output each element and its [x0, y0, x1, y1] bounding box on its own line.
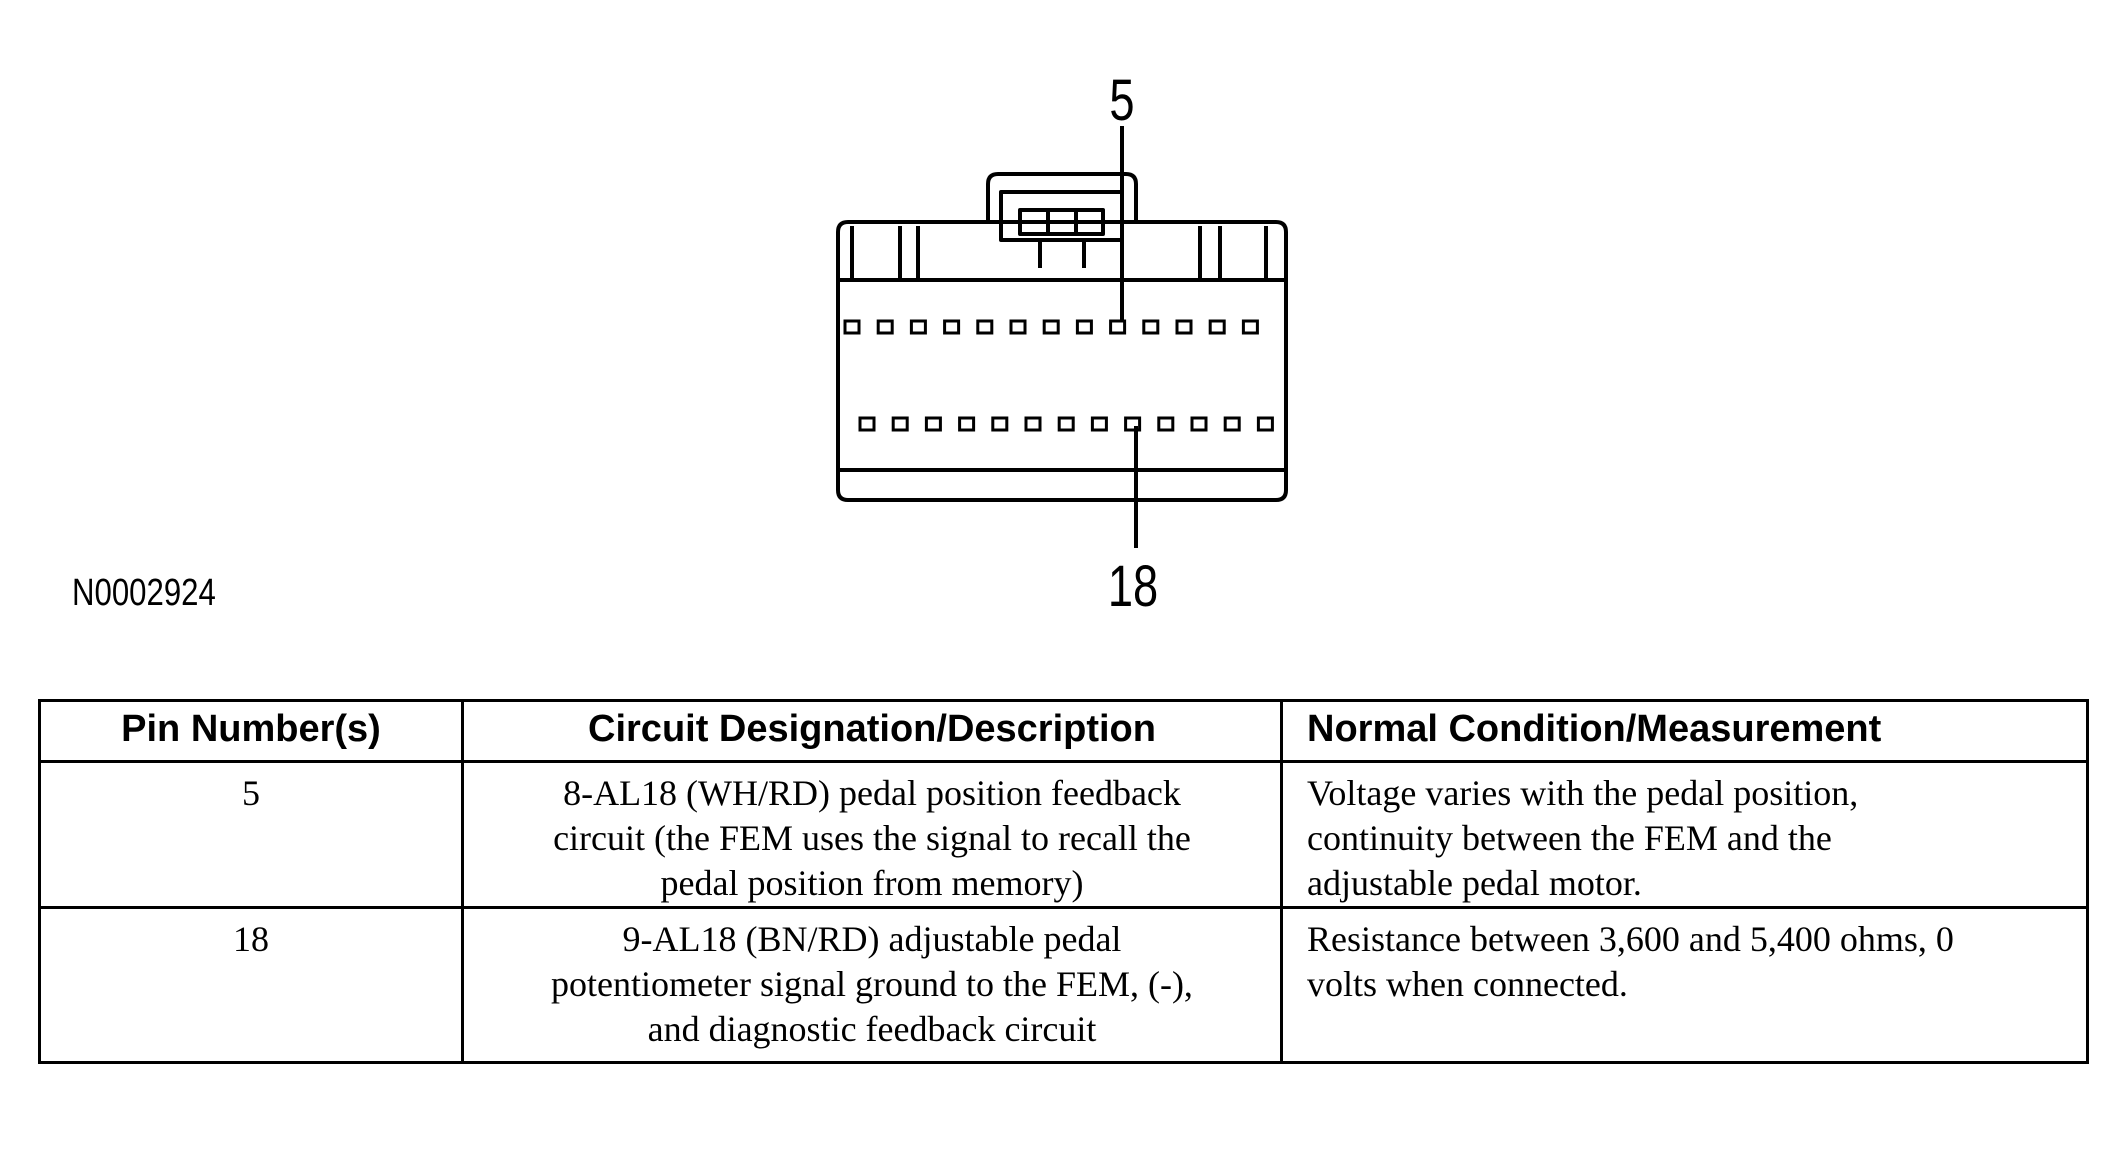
circuit-description-cell: 8-AL18 (WH/RD) pedal position feedback c…: [461, 760, 1283, 909]
header-normal-condition: Normal Condition/Measurement: [1280, 699, 2089, 763]
pin-cavity: [1024, 416, 1042, 432]
callout-pin-18: 18: [1108, 555, 1158, 620]
text-line: and diagnostic feedback circuit: [647, 1009, 1097, 1049]
pin-cavity: [876, 319, 894, 335]
normal-condition-cell: Voltage varies with the pedal position, …: [1280, 760, 2089, 909]
pin-cavity: [1124, 416, 1142, 432]
pin-cavity: [943, 319, 961, 335]
pin-cavity: [1223, 416, 1241, 432]
pin-cavity: [858, 416, 876, 432]
text-line: 8-AL18 (WH/RD) pedal position feedback: [563, 773, 1181, 813]
table-row: 5 8-AL18 (WH/RD) pedal position feedback…: [38, 760, 2089, 909]
text-line: Resistance between 3,600 and 5,400 ohms,…: [1307, 919, 1954, 959]
text-line: adjustable pedal motor.: [1307, 863, 1642, 903]
pin-number-cell: 18: [38, 906, 464, 1064]
pin-cavity: [1142, 319, 1160, 335]
header-pin-numbers: Pin Number(s): [38, 699, 464, 763]
header-circuit-description: Circuit Designation/Description: [461, 699, 1283, 763]
text-line: Voltage varies with the pedal position,: [1307, 773, 1859, 813]
connector-diagram: 5 18: [836, 69, 1288, 620]
normal-condition-cell: Resistance between 3,600 and 5,400 ohms,…: [1280, 906, 2089, 1064]
pin-cavity: [1009, 319, 1027, 335]
pin-cavity: [909, 319, 927, 335]
pin-row-bottom: [858, 416, 1274, 432]
text-line: potentiometer signal ground to the FEM, …: [551, 964, 1193, 1004]
pin-cavity: [1090, 416, 1108, 432]
text-line: 9-AL18 (BN/RD) adjustable pedal: [622, 919, 1122, 959]
pin-cavity: [1208, 319, 1226, 335]
pin-number-cell: 5: [38, 760, 464, 909]
pin-cavity: [991, 416, 1009, 432]
callout-pin-5: 5: [1109, 69, 1134, 134]
pin-cavity: [1175, 319, 1193, 335]
pinout-table: Pin Number(s) Circuit Designation/Descri…: [38, 699, 2089, 1064]
pin-cavity: [843, 319, 861, 335]
pin-cavity: [1157, 416, 1175, 432]
pin-cavity: [976, 319, 994, 335]
connector-body: [836, 172, 1288, 502]
circuit-description-cell: 9-AL18 (BN/RD) adjustable pedal potentio…: [461, 906, 1283, 1064]
pin-cavity: [1042, 319, 1060, 335]
pin-cavity: [924, 416, 942, 432]
pin-cavity: [1075, 319, 1093, 335]
text-line: continuity between the FEM and the: [1307, 818, 1832, 858]
pin-cavity: [1057, 416, 1075, 432]
pin-cavity: [1109, 319, 1127, 335]
pin-cavity: [891, 416, 909, 432]
text-line: volts when connected.: [1307, 964, 1628, 1004]
table-header-row: Pin Number(s) Circuit Designation/Descri…: [38, 699, 2089, 763]
pin-cavity: [1256, 416, 1274, 432]
text-line: circuit (the FEM uses the signal to reca…: [553, 818, 1191, 858]
pin-cavity: [1190, 416, 1208, 432]
text-line: pedal position from memory): [660, 863, 1084, 903]
pin-cavity: [1241, 319, 1259, 335]
figure-id: N0002924: [72, 572, 216, 614]
table-row: 18 9-AL18 (BN/RD) adjustable pedal poten…: [38, 906, 2089, 1064]
pin-cavity: [958, 416, 976, 432]
pin-row-top: [843, 319, 1259, 335]
